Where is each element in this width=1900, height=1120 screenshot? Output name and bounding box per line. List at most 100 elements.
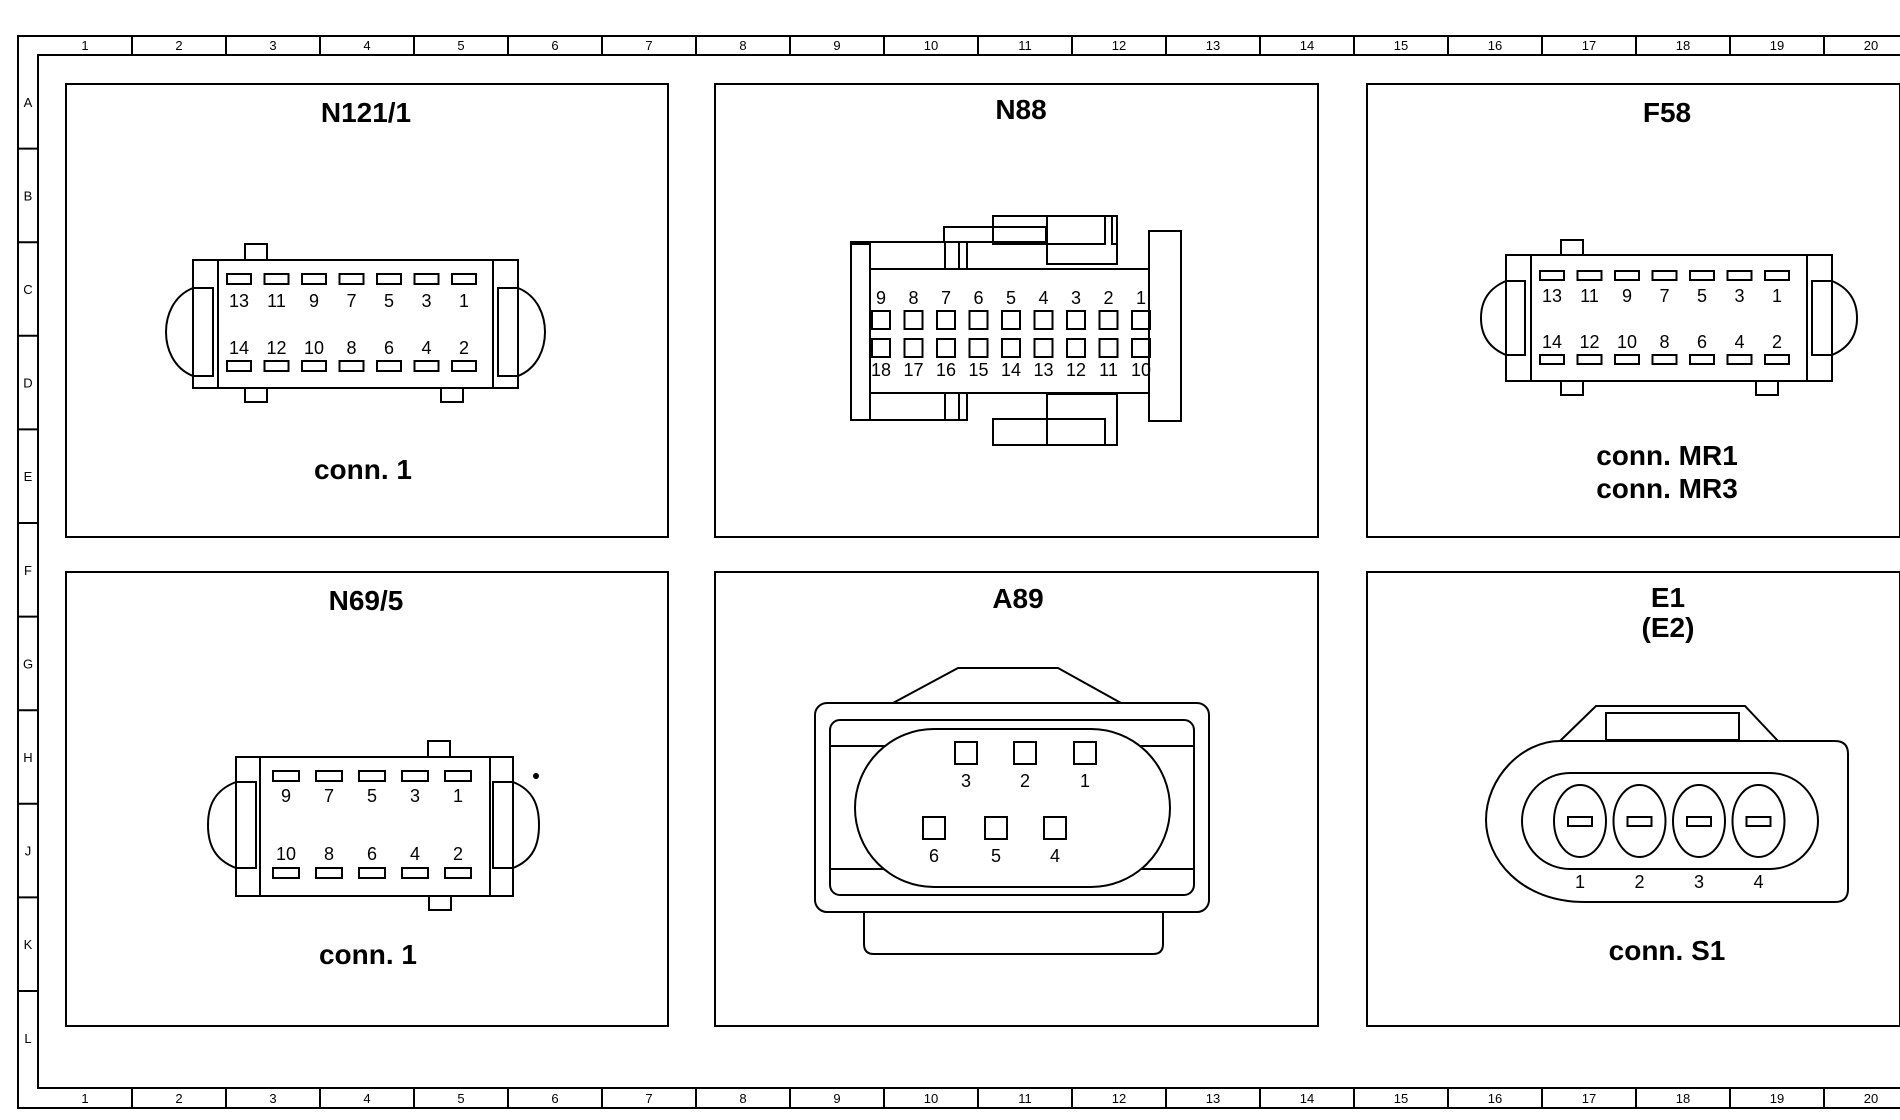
pin-label: 14 bbox=[1001, 360, 1021, 380]
pin-slot bbox=[1764, 270, 1790, 281]
panel-caption: conn. 1 bbox=[319, 939, 417, 970]
pin-slot bbox=[1576, 354, 1603, 365]
pin-label: 8 bbox=[324, 844, 334, 864]
pin-label: 9 bbox=[309, 291, 319, 311]
pin-label: 9 bbox=[833, 1091, 840, 1106]
pin-label: 1 bbox=[1575, 872, 1585, 892]
pin-slot bbox=[376, 360, 402, 372]
pin-label: 1 bbox=[1080, 771, 1090, 791]
pin-label: 11 bbox=[267, 291, 286, 311]
pin-socket bbox=[1073, 741, 1097, 765]
panel-subtitle: (E2) bbox=[1642, 612, 1695, 643]
pin-label: 3 bbox=[1734, 286, 1744, 306]
pin-label: 3 bbox=[410, 786, 420, 806]
pin-label: J bbox=[25, 844, 32, 859]
pin-label: 4 bbox=[363, 38, 370, 53]
pin-label: 7 bbox=[645, 1091, 652, 1106]
pin-cavity bbox=[1731, 784, 1786, 858]
connector-body bbox=[1484, 705, 1849, 903]
pin-label: D bbox=[23, 376, 32, 391]
pin-label: 2 bbox=[175, 1091, 182, 1106]
pin-socket bbox=[1001, 310, 1021, 330]
pin-label: 6 bbox=[1697, 332, 1707, 352]
panel-title: A89 bbox=[992, 583, 1043, 614]
panel-caption: conn. MR1 bbox=[1596, 440, 1738, 471]
panel-title: N69/5 bbox=[329, 585, 404, 616]
pin-label: 9 bbox=[833, 38, 840, 53]
pin-socket bbox=[1098, 338, 1119, 358]
pin-slot bbox=[301, 273, 327, 285]
pin-socket bbox=[903, 338, 924, 358]
pin-label: 12 bbox=[1066, 360, 1086, 380]
pin-label: 10 bbox=[304, 338, 324, 358]
pin-socket bbox=[968, 310, 989, 330]
pin-label: 13 bbox=[1206, 38, 1220, 53]
pin-label: 6 bbox=[551, 38, 558, 53]
pin-slot bbox=[401, 867, 429, 879]
panel-caption: conn. S1 bbox=[1609, 935, 1726, 966]
pin-contact bbox=[1567, 816, 1593, 827]
pin-slot bbox=[1539, 354, 1565, 365]
pin-socket bbox=[968, 338, 989, 358]
pin-label: C bbox=[23, 282, 32, 297]
pin-label: 12 bbox=[1579, 332, 1599, 352]
pin-socket bbox=[936, 338, 956, 358]
pin-slot bbox=[376, 273, 402, 285]
pin-label: 4 bbox=[1734, 332, 1744, 352]
pin-slot bbox=[338, 360, 365, 372]
pin-label: G bbox=[23, 656, 33, 671]
pin-label: 1 bbox=[1772, 286, 1782, 306]
pin-label: 1 bbox=[1136, 288, 1146, 308]
pin-socket bbox=[1033, 338, 1054, 358]
pin-socket bbox=[954, 741, 978, 765]
pin-label: 17 bbox=[1582, 38, 1596, 53]
pin-slot bbox=[1726, 270, 1753, 281]
panel-caption: conn. 1 bbox=[314, 454, 412, 485]
pin-label: H bbox=[23, 750, 32, 765]
pin-label: 20 bbox=[1864, 38, 1878, 53]
pin-socket bbox=[1001, 338, 1021, 358]
pin-label: 3 bbox=[269, 38, 276, 53]
pin-label: 7 bbox=[1659, 286, 1669, 306]
pin-label: 15 bbox=[968, 360, 988, 380]
sheet-frame bbox=[17, 35, 1900, 1109]
pin-label: L bbox=[24, 1031, 31, 1046]
pin-label: 16 bbox=[936, 360, 956, 380]
pin-slot bbox=[226, 360, 252, 372]
pin-label: 9 bbox=[281, 786, 291, 806]
pin-label: 5 bbox=[457, 38, 464, 53]
pin-socket bbox=[1131, 338, 1151, 358]
pin-label: 1 bbox=[459, 291, 469, 311]
pin-slot bbox=[1726, 354, 1753, 365]
pin-slot bbox=[1539, 270, 1565, 281]
pin-slot bbox=[315, 770, 343, 782]
pin-socket bbox=[1066, 338, 1086, 358]
pin-label: 14 bbox=[229, 338, 249, 358]
pin-label: 2 bbox=[459, 338, 469, 358]
pin-slot bbox=[444, 770, 472, 782]
pin-socket bbox=[936, 310, 956, 330]
pin-slot bbox=[272, 770, 300, 782]
pin-label: 2 bbox=[453, 844, 463, 864]
pin-cavity bbox=[1672, 784, 1726, 858]
pin-label: 4 bbox=[1038, 288, 1048, 308]
pin-slot bbox=[1689, 354, 1715, 365]
pin-label: 2 bbox=[1772, 332, 1782, 352]
pin-socket bbox=[984, 816, 1008, 840]
pin-label: 13 bbox=[229, 291, 249, 311]
pin-label: 3 bbox=[1694, 872, 1704, 892]
pin-label: 10 bbox=[924, 1091, 938, 1106]
pin-label: B bbox=[24, 188, 33, 203]
pin-slot bbox=[1614, 354, 1640, 365]
pin-contact bbox=[1745, 816, 1772, 827]
pin-label: 4 bbox=[421, 338, 431, 358]
pin-slot bbox=[358, 867, 386, 879]
pin-slot bbox=[338, 273, 365, 285]
